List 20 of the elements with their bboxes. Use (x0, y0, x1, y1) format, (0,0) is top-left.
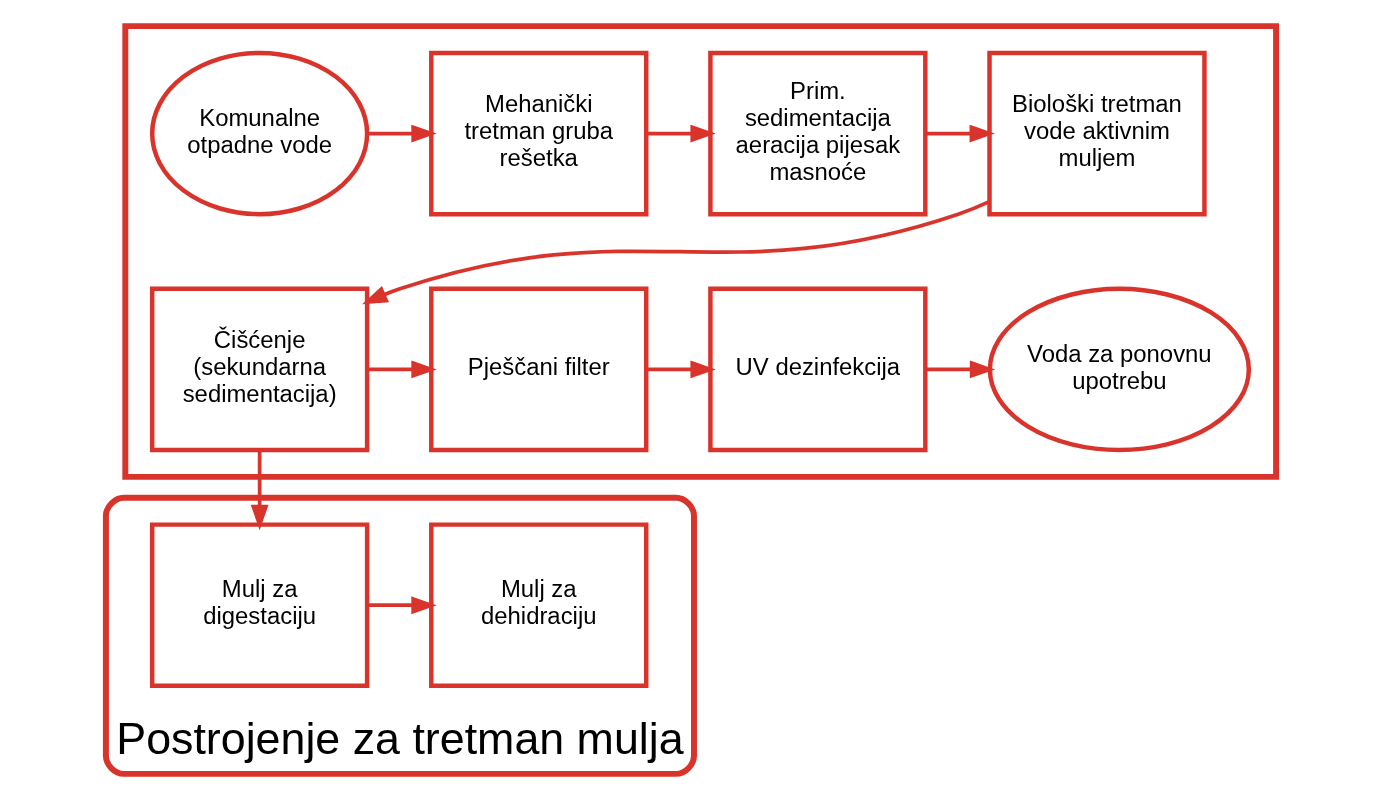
arrow (925, 360, 996, 379)
node-box: Mulj za dehidraciju (429, 522, 649, 689)
node-ellipse: Voda za ponovnu upotrebu (987, 286, 1252, 453)
node-box: Mulj za digestaciju (149, 522, 370, 689)
node-box: Prim. sedimentacija aeracija pijesak masnoće (708, 50, 928, 217)
node-box: Pješčani filter (429, 286, 649, 453)
arrow (367, 360, 437, 379)
arrow (646, 360, 716, 379)
arrow (646, 124, 716, 143)
node-box: Biološki tretman vode aktivnim muljem (987, 50, 1207, 217)
arrow (367, 596, 437, 615)
arrow (925, 124, 995, 143)
arrow (362, 199, 991, 305)
arrow (367, 124, 437, 143)
node-box: Mehanički tretman gruba rešetka (429, 50, 649, 217)
cluster (122, 23, 1280, 480)
node-ellipse: Komunalne otpadne vode (149, 50, 370, 217)
node-box: UV dezinfekcija (708, 286, 928, 453)
node-box: Čišćenje (sekundarna sedimentacija) (149, 286, 370, 453)
arrow (250, 450, 269, 531)
